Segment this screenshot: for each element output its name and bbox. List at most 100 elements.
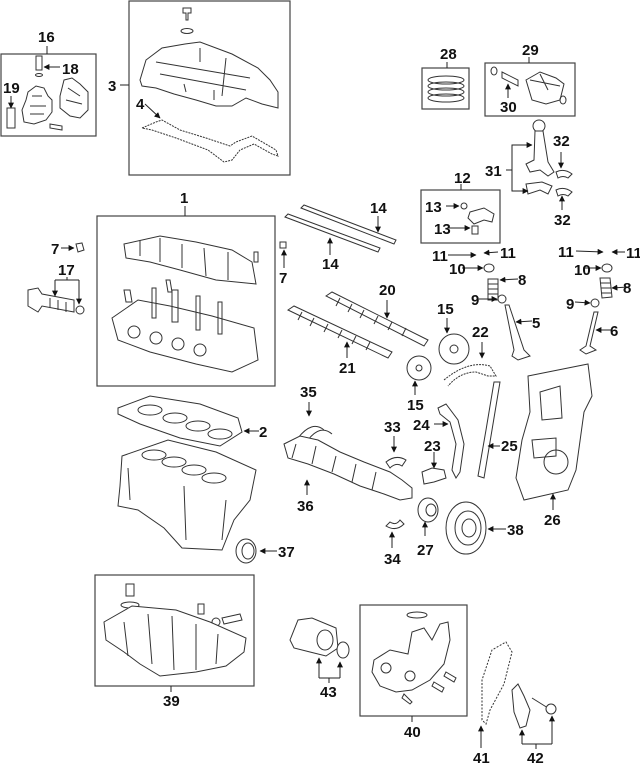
group-12-rocker-arm[interactable] [420, 184, 501, 244]
main-bearing-34[interactable] [385, 519, 405, 530]
thermostat-housing-43[interactable] [289, 617, 350, 659]
piston-pin[interactable] [501, 71, 519, 87]
valve-seal-9[interactable] [497, 294, 507, 304]
callout-10-b[interactable]: 10 [574, 262, 591, 279]
callout-15-lower[interactable]: 15 [407, 397, 424, 414]
callout-22[interactable]: 22 [472, 324, 489, 341]
callout-13-upper[interactable]: 13 [425, 199, 442, 216]
callout-6[interactable]: 6 [610, 323, 618, 340]
group-16-oil-control-valve[interactable] [0, 46, 97, 137]
callout-14-upper[interactable]: 14 [370, 200, 387, 217]
callout-26[interactable]: 26 [544, 512, 561, 529]
callout-14-lower[interactable]: 14 [322, 256, 339, 273]
callout-7-right[interactable]: 7 [279, 270, 287, 287]
callout-11-c[interactable]: 11 [558, 244, 574, 261]
head-gasket-2[interactable] [117, 395, 243, 447]
main-bearing-33[interactable] [385, 456, 407, 469]
retainer-10b[interactable] [601, 263, 613, 273]
callout-30[interactable]: 30 [500, 99, 517, 116]
callout-21[interactable]: 21 [339, 360, 356, 377]
shaft-14-lower[interactable] [284, 213, 381, 253]
group-1-cylinder-head[interactable] [96, 206, 276, 387]
callout-33[interactable]: 33 [384, 419, 401, 436]
callout-7-left[interactable]: 7 [51, 241, 59, 258]
callout-19[interactable]: 19 [3, 80, 20, 97]
intake-valve-stack[interactable] [448, 249, 533, 361]
callout-23[interactable]: 23 [424, 438, 441, 455]
oil-seal-37[interactable] [235, 538, 257, 564]
thrust-washer-35[interactable] [297, 425, 333, 441]
oil-filter[interactable] [125, 583, 135, 597]
callout-36[interactable]: 36 [297, 498, 314, 515]
callout-25[interactable]: 25 [501, 438, 518, 455]
tensioner-23[interactable] [421, 467, 447, 485]
callout-11-b[interactable]: 11 [500, 245, 516, 262]
camshaft-holders[interactable] [123, 235, 257, 285]
callout-11-a[interactable]: 11 [432, 248, 448, 265]
callout-39[interactable]: 39 [163, 693, 180, 710]
callout-35[interactable]: 35 [300, 384, 317, 401]
callout-42[interactable]: 42 [527, 750, 544, 763]
rocker-arm[interactable] [467, 207, 495, 225]
camshaft-20[interactable] [325, 291, 429, 347]
connecting-rod[interactable] [525, 119, 555, 195]
cover-bolt[interactable] [182, 7, 192, 21]
intake-valve[interactable] [504, 304, 531, 361]
cap-7-right[interactable] [279, 241, 287, 249]
timing-chain-22[interactable] [443, 364, 497, 387]
callout-3[interactable]: 3 [108, 78, 116, 95]
tensioner-bolt[interactable] [545, 703, 557, 715]
chain-tensioner-arm-25[interactable] [477, 381, 501, 479]
valve-cover[interactable] [139, 41, 279, 109]
callout-9-b[interactable]: 9 [566, 296, 574, 313]
drain-bolt[interactable] [221, 613, 243, 625]
callout-8-b[interactable]: 8 [623, 280, 631, 297]
exhaust-valve-stack[interactable] [574, 248, 629, 355]
callout-28[interactable]: 28 [440, 46, 457, 63]
callout-16[interactable]: 16 [38, 29, 55, 46]
shaft-14-upper[interactable] [300, 204, 397, 245]
chain-tensioner-42[interactable] [511, 683, 531, 729]
exhaust-valve[interactable] [579, 311, 599, 355]
valve-cover-gasket[interactable] [140, 119, 279, 163]
oil-control-solenoid[interactable] [27, 287, 85, 315]
callout-37[interactable]: 37 [278, 544, 295, 561]
part-19[interactable] [6, 107, 16, 129]
piston[interactable] [525, 71, 565, 105]
sensor-18[interactable] [35, 55, 43, 71]
oil-control-valve-body[interactable] [21, 85, 53, 125]
callout-43[interactable]: 43 [320, 684, 337, 701]
callout-5[interactable]: 5 [532, 315, 540, 332]
callout-8-a[interactable]: 8 [518, 272, 526, 289]
callout-31[interactable]: 31 [485, 163, 502, 180]
oil-pump-chain-41[interactable] [481, 641, 513, 725]
callout-17[interactable]: 17 [58, 262, 75, 279]
callout-29[interactable]: 29 [522, 42, 539, 59]
callout-18[interactable]: 18 [62, 61, 79, 78]
crankshaft-36[interactable] [283, 435, 413, 501]
cylinder-block[interactable] [117, 439, 257, 551]
group-39-oil-pan[interactable] [94, 574, 255, 692]
valve-seal-9b[interactable] [590, 298, 600, 308]
bracket[interactable] [59, 77, 89, 119]
callout-12[interactable]: 12 [454, 170, 471, 187]
callout-4[interactable]: 4 [136, 96, 145, 113]
crank-sprocket-27[interactable] [417, 497, 439, 523]
camshaft-21[interactable] [286, 305, 393, 359]
callout-15-upper[interactable]: 15 [437, 301, 454, 318]
callout-32-upper[interactable]: 32 [553, 133, 570, 150]
crank-pulley-38[interactable] [445, 501, 487, 555]
callout-9-a[interactable]: 9 [471, 292, 479, 309]
callout-34[interactable]: 34 [384, 551, 401, 568]
callout-38[interactable]: 38 [507, 522, 524, 539]
vtc-actuator-15[interactable] [438, 333, 470, 365]
callout-40[interactable]: 40 [404, 724, 421, 741]
front-cover-26[interactable] [515, 363, 593, 501]
bearing-lower[interactable] [555, 187, 573, 197]
bearing-upper[interactable] [555, 169, 573, 179]
group-28-piston-rings[interactable] [421, 62, 470, 110]
group-29-piston[interactable] [484, 57, 576, 117]
chain-guide-24[interactable] [437, 403, 465, 479]
callout-10-a[interactable]: 10 [449, 261, 466, 278]
callout-27[interactable]: 27 [417, 542, 434, 559]
